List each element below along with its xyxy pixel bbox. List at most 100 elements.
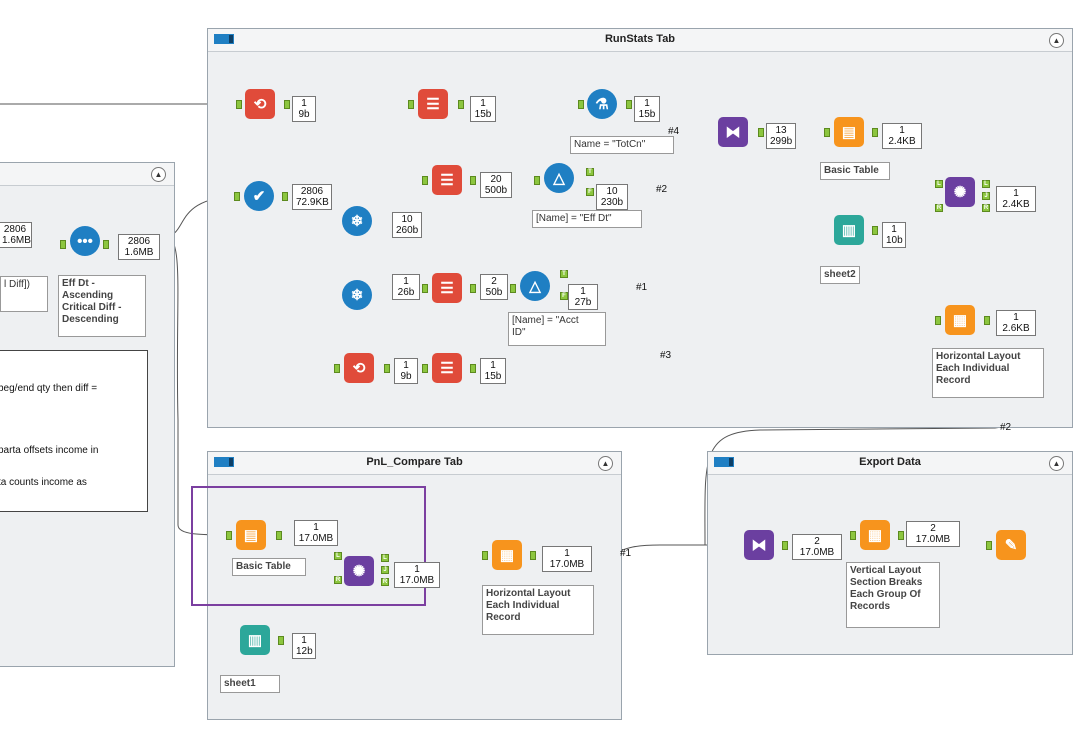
output-anchor[interactable]: [470, 364, 476, 373]
input-anchor[interactable]: [482, 551, 488, 560]
join-out-r-anchor[interactable]: R: [982, 204, 990, 212]
output-anchor[interactable]: [782, 541, 788, 550]
output-anchor[interactable]: [758, 128, 764, 137]
input-anchor[interactable]: [226, 531, 232, 540]
collapse-button[interactable]: ▲: [1049, 33, 1064, 48]
input-anchor[interactable]: [234, 192, 240, 201]
join-tool[interactable]: ✺: [945, 177, 975, 207]
filter-tool[interactable]: △: [520, 271, 550, 301]
join-left-anchor[interactable]: L: [935, 180, 943, 188]
input-anchor[interactable]: [534, 176, 540, 185]
output-anchor[interactable]: [278, 636, 284, 645]
output-anchor[interactable]: [276, 531, 282, 540]
input-anchor[interactable]: [935, 316, 941, 325]
output-anchor[interactable]: [872, 128, 878, 137]
wire-label: #2: [656, 184, 668, 195]
layout-tool[interactable]: ▦: [860, 520, 890, 550]
text-input-tool[interactable]: ▥: [240, 625, 270, 655]
input-anchor[interactable]: [986, 541, 992, 550]
input-anchor[interactable]: [824, 128, 830, 137]
union-tool[interactable]: ⧓: [718, 117, 748, 147]
input-anchor[interactable]: [408, 100, 414, 109]
false-anchor[interactable]: F: [586, 188, 594, 196]
join-tool[interactable]: ✺: [344, 556, 374, 586]
sort-tool[interactable]: •••: [70, 226, 100, 256]
output-anchor[interactable]: [282, 192, 288, 201]
join-icon: ✺: [352, 562, 366, 580]
output-anchor[interactable]: [872, 226, 878, 235]
input-anchor[interactable]: [510, 284, 516, 293]
output-anchor[interactable]: [103, 240, 109, 249]
collapse-button[interactable]: ▲: [1049, 456, 1064, 471]
output-anchor[interactable]: [470, 176, 476, 185]
output-anchor[interactable]: [384, 364, 390, 373]
filter-icon: △: [529, 277, 541, 295]
layout-tool[interactable]: ▦: [492, 540, 522, 570]
collapse-button[interactable]: ▲: [151, 167, 166, 182]
record-id-tool[interactable]: ⟲: [344, 353, 374, 383]
union-tool[interactable]: ⧓: [744, 530, 774, 560]
join-right-anchor[interactable]: R: [334, 576, 342, 584]
output-anchor[interactable]: [470, 284, 476, 293]
join-out-j-anchor[interactable]: J: [982, 192, 990, 200]
input-anchor[interactable]: [60, 240, 66, 249]
comment-box: beg/end qty then diff = parta offsets in…: [0, 350, 148, 512]
container-icon[interactable]: [714, 457, 734, 467]
record-id-tool[interactable]: ⟲: [245, 89, 275, 119]
false-anchor[interactable]: F: [560, 292, 568, 300]
input-anchor[interactable]: [236, 100, 242, 109]
join-out-l-anchor[interactable]: L: [381, 554, 389, 562]
select-tool[interactable]: ☰: [432, 353, 462, 383]
comment-line: parta offsets income in: [0, 445, 99, 456]
text-input-tool[interactable]: ▥: [834, 215, 864, 245]
table-tool[interactable]: ▤: [236, 520, 266, 550]
table-tool[interactable]: ▤: [834, 117, 864, 147]
layout-icon: ▦: [952, 311, 968, 329]
formula-tool[interactable]: ⚗: [587, 89, 617, 119]
container-header: Export Data ▲: [708, 452, 1072, 475]
render-tool[interactable]: ✎: [996, 530, 1026, 560]
join-out-j-anchor[interactable]: J: [381, 566, 389, 574]
input-anchor[interactable]: [334, 364, 340, 373]
output-anchor[interactable]: [898, 531, 904, 540]
layout-tool[interactable]: ▦: [945, 305, 975, 335]
output-anchor[interactable]: [530, 551, 536, 560]
select-tool[interactable]: ☰: [432, 273, 462, 303]
input-anchor[interactable]: [422, 364, 428, 373]
join-out-r-anchor[interactable]: R: [381, 578, 389, 586]
text-input-annotation: sheet2: [820, 266, 860, 284]
container-icon[interactable]: [214, 34, 234, 44]
join-out-l-anchor[interactable]: L: [982, 180, 990, 188]
output-anchor[interactable]: [458, 100, 464, 109]
join-left-anchor[interactable]: L: [334, 552, 342, 560]
select-tool[interactable]: ☰: [432, 165, 462, 195]
collapse-button[interactable]: ▲: [598, 456, 613, 471]
input-anchor[interactable]: [850, 531, 856, 540]
crosstab-tool[interactable]: ❄: [342, 280, 372, 310]
container-title: RunStats Tab: [604, 33, 676, 45]
output-anchor[interactable]: [984, 316, 990, 325]
input-anchor[interactable]: [422, 176, 428, 185]
true-anchor[interactable]: T: [560, 270, 568, 278]
true-anchor[interactable]: T: [586, 168, 594, 176]
output-anchor[interactable]: [284, 100, 290, 109]
check-tool[interactable]: ✔: [244, 181, 274, 211]
container-icon[interactable]: [214, 457, 234, 467]
text-input-icon: ▥: [841, 221, 857, 239]
input-anchor[interactable]: [578, 100, 584, 109]
input-anchor[interactable]: [422, 284, 428, 293]
join-right-anchor[interactable]: R: [935, 204, 943, 212]
layout-icon: ▦: [499, 546, 515, 564]
crosstab-tool[interactable]: ❄: [342, 206, 372, 236]
output-anchor[interactable]: [626, 100, 632, 109]
filter-tool[interactable]: △: [544, 163, 574, 193]
dna-union-icon: ⧓: [725, 123, 741, 141]
select-tool[interactable]: ☰: [418, 89, 448, 119]
